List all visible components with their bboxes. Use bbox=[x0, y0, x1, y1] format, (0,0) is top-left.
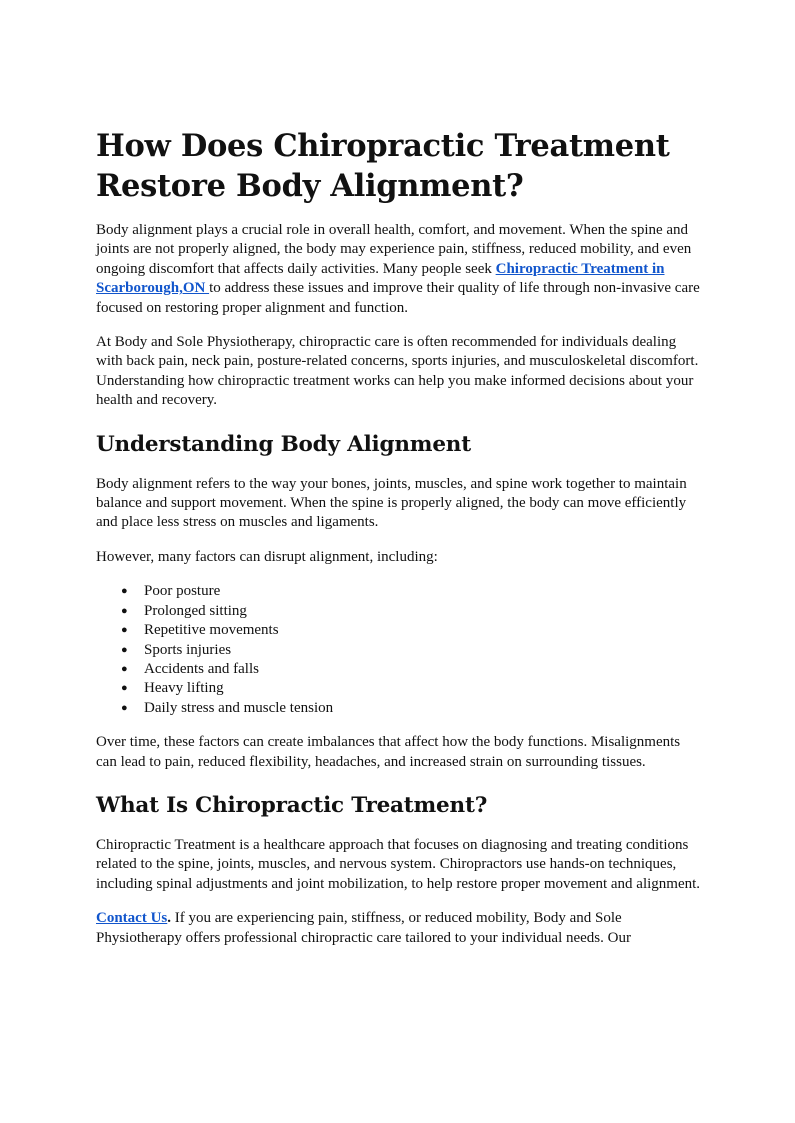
section2-paragraph-1: Chiropractic Treatment is a healthcare a… bbox=[96, 836, 701, 892]
intro-paragraph-1: Body alignment plays a crucial role in o… bbox=[96, 222, 700, 316]
list-item: ●Accidents and falls bbox=[121, 660, 701, 679]
section1-paragraph-2: However, many factors can disrupt alignm… bbox=[96, 548, 438, 565]
list-item: ●Heavy lifting bbox=[121, 679, 701, 698]
chiropractic-treatment-link[interactable]: Chiropractic Treatment in Scarborough,ON bbox=[96, 260, 665, 297]
bullet-icon: ● bbox=[121, 624, 128, 637]
bullet-icon: ● bbox=[121, 662, 128, 675]
contact-us-link[interactable]: Contact Us bbox=[96, 910, 168, 927]
section-heading-understanding-body-alignment: Understanding Body Alignment bbox=[96, 431, 471, 457]
bullet-icon: ● bbox=[121, 585, 128, 598]
list-item: ●Daily stress and muscle tension bbox=[121, 699, 701, 718]
intro-paragraph-2: At Body and Sole Physiotherapy, chiropra… bbox=[96, 334, 699, 409]
bullet-icon: ● bbox=[121, 604, 128, 617]
section2-paragraph-2: Contact Us. If you are experiencing pain… bbox=[96, 910, 631, 946]
list-item: ●Poor posture bbox=[121, 582, 701, 601]
bullet-icon: ● bbox=[121, 682, 128, 695]
list-item: ●Prolonged sitting bbox=[121, 602, 701, 621]
bullet-icon: ● bbox=[121, 701, 128, 714]
section1-paragraph-3: Over time, these factors can create imba… bbox=[96, 734, 681, 770]
bullet-icon: ● bbox=[121, 643, 128, 656]
section1-paragraph-1: Body alignment refers to the way your bo… bbox=[96, 475, 687, 531]
list-item: ●Repetitive movements bbox=[121, 621, 701, 640]
section-heading-what-is-chiropractic-treatment: What Is Chiropractic Treatment? bbox=[96, 792, 488, 818]
list-item: ●Sports injuries bbox=[121, 641, 701, 660]
alignment-factors-list: ●Poor posture ●Prolonged sitting ●Repeti… bbox=[96, 582, 701, 718]
